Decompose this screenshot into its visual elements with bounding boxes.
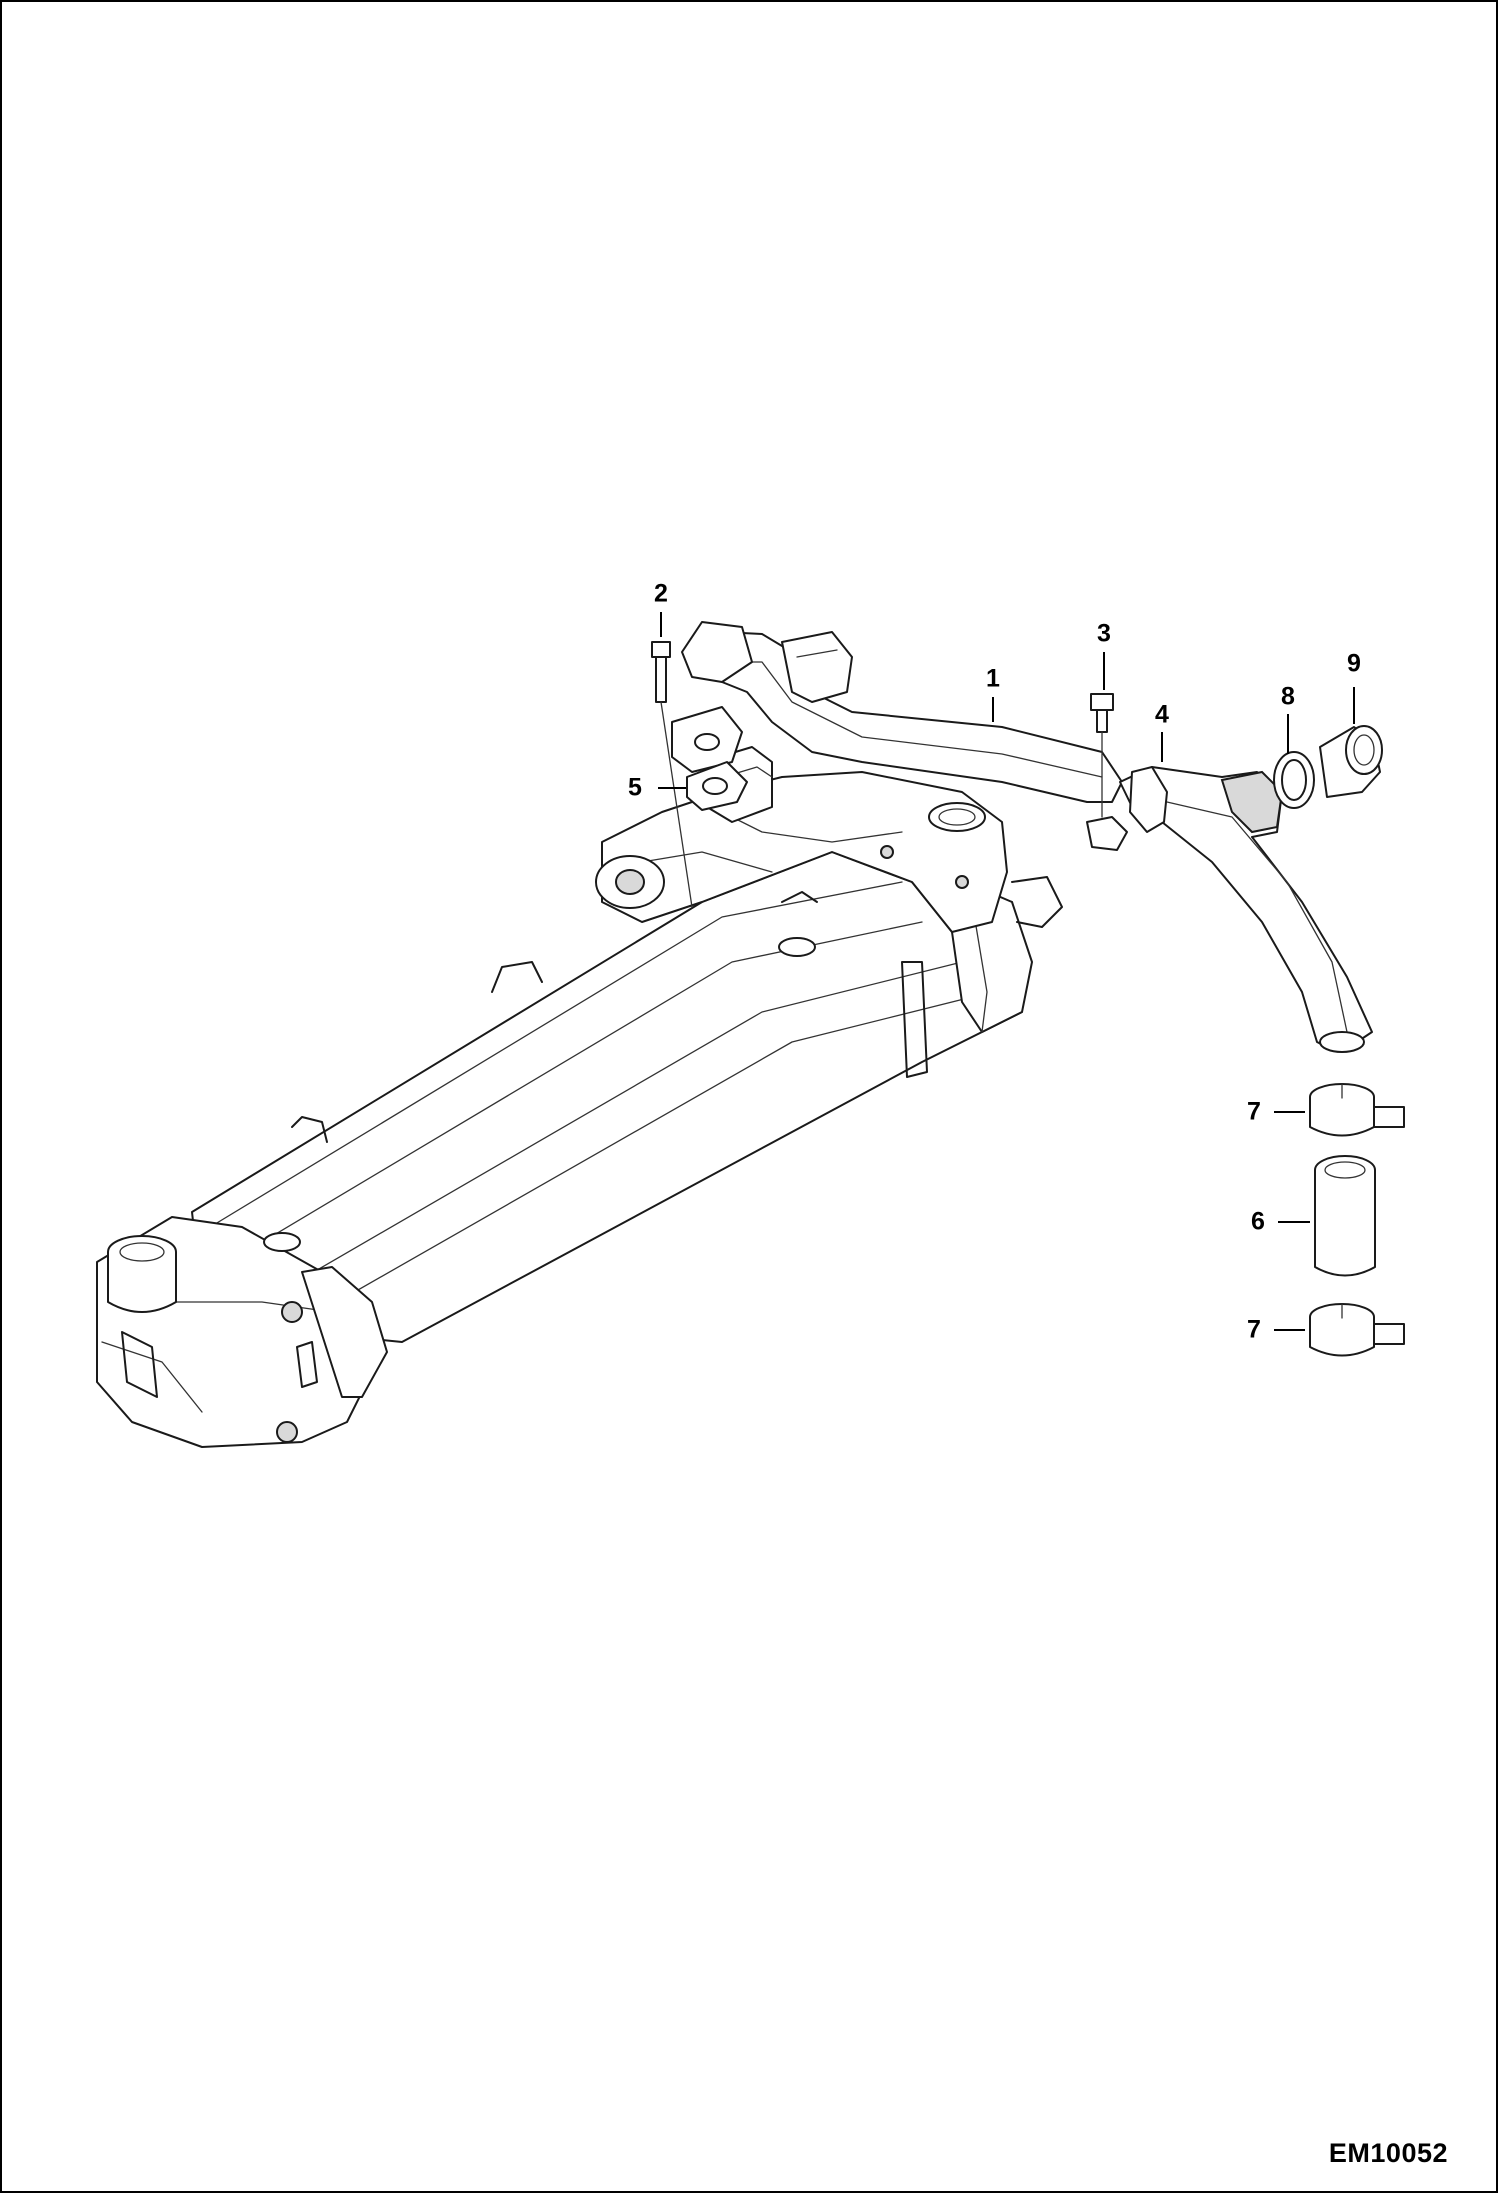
callout-4: 4 <box>1155 700 1169 729</box>
egr-valve-block <box>595 746 1063 933</box>
callout-6: 6 <box>1251 1207 1265 1236</box>
bolt-item-2 <box>651 641 693 908</box>
egr-cooler-body <box>96 851 1033 1448</box>
o-ring-item-8 <box>1273 751 1315 809</box>
callout-7-lower: 7 <box>1247 1315 1261 1344</box>
outlet-elbow <box>1119 766 1373 1053</box>
hose-item-6 <box>1314 1155 1376 1277</box>
callout-1: 1 <box>986 664 1000 693</box>
callout-2: 2 <box>654 579 668 608</box>
plug-item-9 <box>1319 725 1383 798</box>
leader-lines <box>658 612 1355 1331</box>
figure-identifier: EM10052 <box>1328 2138 1448 2168</box>
clamp-item-7-upper <box>1309 1083 1405 1137</box>
egr-pipe <box>671 621 1128 851</box>
callout-9: 9 <box>1347 649 1361 678</box>
callout-8: 8 <box>1281 682 1295 711</box>
bolt-item-3 <box>1090 693 1114 818</box>
callout-5: 5 <box>628 773 642 802</box>
gasket-item-5 <box>686 761 748 811</box>
callout-7-upper: 7 <box>1247 1097 1261 1126</box>
callout-3: 3 <box>1097 619 1111 648</box>
clamp-item-7-lower <box>1309 1303 1405 1357</box>
